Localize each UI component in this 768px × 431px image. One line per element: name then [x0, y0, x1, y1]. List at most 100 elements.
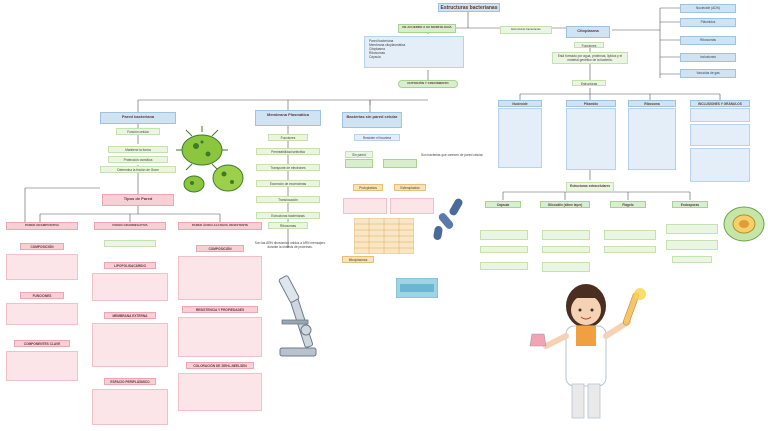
citoplasma-sub: Funciones: [574, 42, 604, 48]
citoplasma-title: Citoplasma: [566, 26, 610, 38]
col3-heading: RESISTENCIA Y PROPIEDADES: [182, 306, 258, 313]
sinpared-item: Esferoplastos: [394, 184, 426, 191]
pared-col-1: PARED GRAMPOSITIVA: [6, 222, 78, 230]
micoplasma-text: [380, 254, 464, 266]
sinpared-item: Protoplastos: [353, 184, 383, 191]
membrana-sub: Funciones: [268, 134, 308, 141]
col2-text: [92, 389, 168, 425]
cito-col-title: Ribosoma: [628, 100, 676, 107]
sinpared-sub: Resisten el lisozima: [354, 134, 400, 141]
ext-text: [480, 246, 528, 253]
morfologia-item: Pared bacteriana: [369, 39, 394, 43]
morfologia-item: Citoplasma: [369, 47, 385, 51]
col1-text: [6, 303, 78, 325]
sinpared-box: [345, 159, 373, 168]
cito-col-title: Nucleoide: [498, 100, 542, 107]
morfologia-item: Ribosomas: [369, 51, 385, 55]
col3-heading: COLORACIÓN DE ZIEHL-NEELSEN: [186, 362, 254, 369]
pared-col-2: PARED GRAMNEGATIVA: [94, 222, 166, 230]
cito-col-text: [690, 148, 750, 182]
citoplasma-components: Estructuras: [572, 80, 606, 86]
cito-right-item: Vacuolas de gas: [680, 69, 736, 78]
pared-item: Determina la tinción de Gram: [100, 166, 176, 173]
slide-illustration: [396, 278, 438, 298]
citoplasma-left-heading: Estructuras bacterianas: [500, 26, 552, 34]
pared-sub: Función celular: [116, 128, 160, 135]
ext-text: [480, 262, 528, 270]
col1-heading: FUNCIONES: [20, 292, 64, 299]
sinpared-title: Bacterias sin pared celular: [342, 112, 402, 128]
microscope-illustration: [278, 275, 317, 357]
col2-text: [92, 323, 168, 367]
ribosomas-label: Ribosomas: [268, 222, 308, 229]
cito-right-item: Ribosomas: [680, 36, 736, 45]
pared-col-3: PARED ÁCIDO-ALCOHOL RESISTENTE: [178, 222, 262, 230]
ext-text: [666, 224, 718, 234]
ext-text: [542, 246, 590, 253]
col1-text: [6, 254, 78, 280]
ext-text: [480, 230, 528, 240]
cito-col-text: [690, 124, 750, 146]
col2-sub: [104, 240, 156, 247]
col3-text: [178, 373, 262, 411]
sinpared-item: Micoplasmas: [342, 256, 374, 263]
col2-heading: MEMBRANA EXTERNA: [104, 312, 156, 319]
pared-tipos: Tipos de Pared: [102, 194, 174, 206]
col3-text: [178, 256, 262, 300]
cito-col-title: INCLUSIONES Y GRÁNULOS: [690, 100, 750, 107]
pared-item: Protección osmótica: [108, 156, 168, 163]
membrana-item: Permeabilidad selectiva: [256, 148, 320, 155]
ext-col-title: Endosporas: [672, 201, 708, 208]
col3-heading: COMPOSICIÓN: [196, 245, 244, 252]
cito-col-text: [690, 108, 750, 122]
ext-text: [666, 240, 718, 250]
ext-text: [604, 230, 656, 240]
ext-col-title: Cápsula: [485, 201, 521, 208]
pared-item: Mantiene la forma: [108, 146, 168, 153]
col1-heading: COMPOSICIÓN: [20, 243, 64, 250]
citoplasma-desc: Está formado por agua, proteínas, lípido…: [552, 52, 628, 64]
ext-text: [542, 230, 590, 240]
ext-col-title: Glicocálix (slime layer): [540, 201, 590, 208]
ext-text: [604, 246, 656, 253]
scientist-illustration: [529, 284, 646, 419]
morfologia-item: Membrana citoplasmática: [369, 43, 406, 47]
rod-bacteria-illustration: [433, 198, 463, 240]
cito-right-item: Inclusiones: [680, 53, 736, 62]
sinpared-detail: [390, 198, 434, 214]
col2-heading: LIPOPOLISACÁRIDO: [104, 262, 156, 269]
cito-col-text: [566, 108, 616, 170]
ext-text: [672, 256, 712, 263]
membrana-item: Estructuras bacterianas: [256, 212, 320, 219]
root-title: Estructuras bacterianas: [438, 3, 500, 12]
sinpared-detail: [343, 198, 387, 214]
col1-text: [6, 351, 78, 381]
nutricion-pill: NUTRICIÓN Y CRECIMIENTO: [398, 80, 458, 88]
externas-title: Estructuras extracelulares: [566, 182, 614, 192]
membrana-title: Membrana Plasmática: [255, 110, 321, 126]
cito-col-title: Plásmido: [566, 100, 616, 107]
col2-text: [92, 273, 168, 301]
membrana-item: Transporte de electrones: [256, 164, 320, 171]
cito-right-item: Nucleoide (ADN): [680, 4, 736, 13]
bacteria-illustration: [176, 126, 244, 193]
cito-right-item: Plásmidos: [680, 18, 736, 27]
sinpared-note: Son bacterias que carecen de pared celul…: [421, 153, 484, 157]
sinpared-tag: Sin pared: [345, 151, 373, 158]
col1-heading: COMPONENTES CLAVE: [14, 340, 70, 347]
data-table-illustration: [354, 218, 414, 254]
col3-text: [178, 317, 262, 357]
cito-col-text: [498, 108, 542, 168]
ext-text: [542, 262, 590, 272]
col2-heading: ESPACIO PERIPLÁSMICO: [104, 378, 156, 385]
endospore-illustration: [723, 206, 765, 242]
sinpared-box: [383, 159, 417, 168]
morfologia-item: Cápsula: [369, 55, 381, 59]
membrana-item: Excreción de exoenzimas: [256, 180, 320, 187]
membrana-item: Translocación: [256, 196, 320, 203]
morfologia-list: Pared bacteriana Membrana citoplasmática…: [364, 36, 464, 68]
pared-title: Pared bacteriana: [100, 112, 176, 124]
ext-col-title: Flagelo: [610, 201, 646, 208]
morfologia-heading: DE ACUERDO A SU MORFOLOGÍA: [398, 24, 456, 33]
ribosomas-text: Son las ARN ribosómico unidos a ARN mens…: [254, 241, 326, 249]
